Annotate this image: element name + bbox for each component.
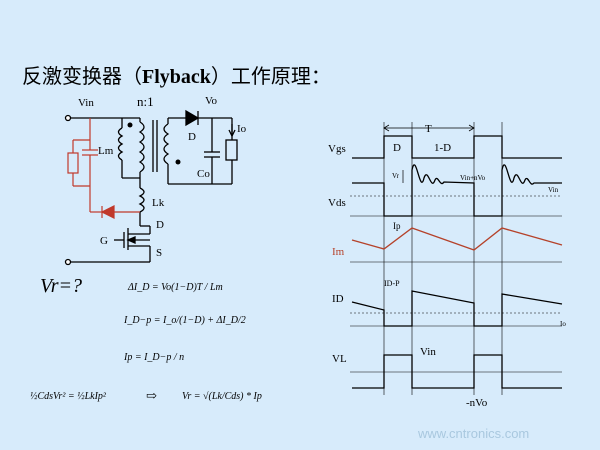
ip-label: Ip	[393, 221, 401, 231]
duty-label: D	[393, 142, 401, 154]
equation-ip: Ip = I_D−p / n	[123, 352, 184, 363]
vl-vin-label: Vin	[420, 346, 436, 358]
flyback-circuit	[64, 109, 238, 266]
vin-label: Vin	[78, 97, 94, 109]
vr-label: Vr	[392, 172, 400, 180]
lk-label: Lk	[152, 197, 165, 209]
lm-label: Lm	[98, 145, 114, 157]
vl-label: VL	[332, 353, 347, 365]
im-label: Im	[332, 246, 345, 258]
io-wave-label: Io	[560, 320, 566, 328]
watermark: www.cntronics.com	[417, 426, 529, 441]
mos-gate-label: G	[100, 235, 108, 247]
equation-id-peak: I_D−p = I_o/(1−D) + ΔI_D/2	[123, 315, 246, 326]
vo-label: Vo	[205, 95, 218, 107]
io-label: Io	[237, 123, 247, 135]
id-peak-label: ID-P	[384, 279, 400, 288]
equation-vr: Vr = √(Lk/Cds) * Ip	[182, 391, 262, 402]
period-label: T	[425, 123, 432, 135]
vl-nvo-label: -nVo	[466, 397, 488, 409]
equation-delta-id: ΔI_D = Vo(1−D)T / Lm	[127, 282, 223, 293]
rcd-clamp	[67, 118, 140, 219]
vr-question: Vr=?	[40, 275, 82, 297]
co-label: Co	[197, 168, 210, 180]
turns-ratio-label: n:1	[137, 94, 154, 109]
id-label: ID	[332, 293, 344, 305]
vgs-label: Vgs	[328, 143, 346, 155]
polarity-dot	[127, 122, 133, 128]
output-diode-label: D	[188, 131, 196, 143]
equation-energy: ½CdsVr² = ½LkIp²	[30, 391, 107, 402]
mos-source-label: S	[156, 247, 162, 259]
polarity-dot	[175, 159, 181, 165]
waveforms	[350, 122, 563, 395]
mos-drain-label: D	[156, 219, 164, 231]
vin-nvo-label: Vin+nVo	[460, 174, 486, 182]
equations: Vr=? ΔI_D = Vo(1−D)T / Lm I_D−p = I_o/(1…	[30, 275, 262, 404]
duty-complement-label: 1-D	[434, 142, 451, 154]
vds-vin-label: Vin	[548, 186, 559, 194]
vds-label: Vds	[328, 197, 346, 209]
implies-arrow: ⇨	[146, 389, 157, 404]
slide-title: 反激变换器（Flyback）工作原理：	[22, 64, 331, 88]
